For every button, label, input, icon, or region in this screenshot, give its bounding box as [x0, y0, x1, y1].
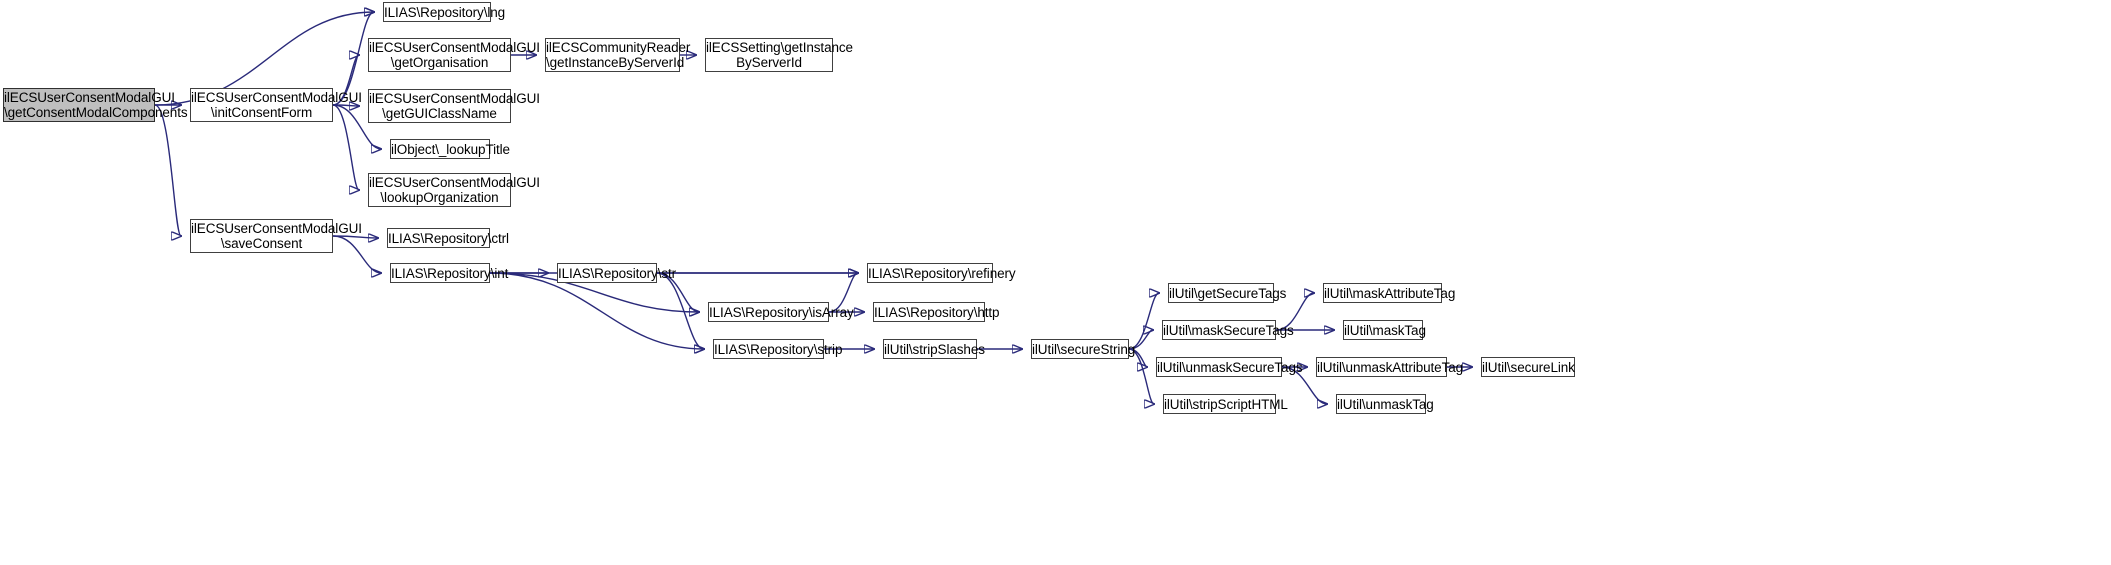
graph-edge-secureString-to-getSecureTags — [1128, 293, 1159, 350]
graph-node-label: ilECSUserConsentModalGUI \initConsentFor… — [191, 90, 362, 120]
graph-node-label: ILIAS\Repository\isArray — [709, 304, 854, 320]
graph-node-label: ilECSUserConsentModalGUI \getOrganisatio… — [369, 40, 540, 70]
graph-node-stripSlashes[interactable]: ilUtil\stripSlashes — [883, 339, 985, 359]
graph-edge-saveConsent-to-ctrl — [332, 236, 378, 238]
graph-node-label: ILIAS\Repository\strip — [714, 341, 843, 357]
graph-node-initConsentForm[interactable]: ilECSUserConsentModalGUI \initConsentFor… — [190, 88, 362, 122]
graph-edge-getConsentModalComponents-to-saveConsent — [154, 104, 181, 236]
graph-edge-initConsentForm-to-getGUIClassName — [332, 105, 359, 106]
graph-node-getGUIClassName[interactable]: ilECSUserConsentModalGUI \getGUIClassNam… — [368, 89, 540, 123]
graph-node-label: ILIAS\Repository\lng — [384, 4, 506, 20]
graph-node-label: ILIAS\Repository\int — [391, 265, 509, 281]
graph-node-unmaskSecureTags[interactable]: ilUtil\unmaskSecureTags — [1156, 357, 1303, 377]
graph-node-int[interactable]: ILIAS\Repository\int — [390, 263, 509, 283]
graph-node-str[interactable]: ILIAS\Repository\str — [557, 263, 677, 283]
graph-node-label: ILIAS\Repository\str — [558, 265, 677, 281]
graph-node-label: ilECSCommunityReader \getInstanceByServe… — [546, 40, 691, 70]
graph-edge-initConsentForm-to-lookupOrganization — [332, 104, 359, 190]
graph-node-maskAttributeTag[interactable]: ilUtil\maskAttributeTag — [1323, 283, 1456, 303]
graph-node-label: ilECSUserConsentModalGUI \getGUIClassNam… — [369, 91, 540, 121]
graph-node-isArray[interactable]: ILIAS\Repository\isArray — [708, 302, 854, 322]
graph-node-http[interactable]: ILIAS\Repository\http — [873, 302, 1000, 322]
graph-node-label: ilUtil\maskTag — [1344, 322, 1426, 338]
graph-node-label: ILIAS\Repository\refinery — [868, 265, 1016, 281]
graph-edge-secureString-to-stripScriptHTML — [1128, 348, 1154, 404]
graph-node-saveConsent[interactable]: ilECSUserConsentModalGUI \saveConsent — [190, 219, 362, 253]
graph-node-label: ilUtil\secureString — [1032, 341, 1136, 357]
graph-node-label: ILIAS\Repository\http — [874, 304, 1000, 320]
graph-node-settingGetInstance[interactable]: ilECSSetting\getInstance ByServerId — [705, 38, 853, 72]
graph-node-ctrl[interactable]: ILIAS\Repository\ctrl — [387, 228, 509, 248]
graph-node-unmaskAttributeTag[interactable]: ilUtil\unmaskAttributeTag — [1316, 357, 1464, 377]
graph-node-label: ilUtil\stripSlashes — [884, 341, 985, 357]
graph-node-stripScriptHTML[interactable]: ilUtil\stripScriptHTML — [1163, 394, 1288, 414]
graph-node-refinery[interactable]: ILIAS\Repository\refinery — [867, 263, 1016, 283]
graph-node-getConsentModalComponents[interactable]: ilECSUserConsentModalGUI \getConsentModa… — [3, 88, 188, 122]
graph-node-label: ilECSUserConsentModalGUI \saveConsent — [191, 221, 362, 251]
graph-node-secureString[interactable]: ilUtil\secureString — [1031, 339, 1136, 359]
graph-node-strip[interactable]: ILIAS\Repository\strip — [713, 339, 843, 359]
graph-edge-saveConsent-to-int — [332, 235, 381, 273]
graph-node-maskTag[interactable]: ilUtil\maskTag — [1343, 320, 1426, 340]
graph-node-lng[interactable]: ILIAS\Repository\lng — [383, 2, 506, 22]
graph-node-getInstanceByServerId[interactable]: ilECSCommunityReader \getInstanceByServe… — [545, 38, 691, 72]
graph-edge-str-to-strip — [656, 272, 704, 349]
graph-node-maskSecureTags[interactable]: ilUtil\maskSecureTags — [1162, 320, 1294, 340]
graph-node-secureLink[interactable]: ilUtil\secureLink — [1481, 357, 1575, 377]
graph-node-label: ilUtil\getSecureTags — [1169, 285, 1287, 301]
graph-node-label: ilECSSetting\getInstance ByServerId — [706, 40, 853, 70]
graph-node-lookupTitle[interactable]: ilObject\_lookupTitle — [390, 139, 510, 159]
graph-node-label: ILIAS\Repository\ctrl — [388, 230, 509, 246]
graph-node-unmaskTag[interactable]: ilUtil\unmaskTag — [1336, 394, 1434, 414]
graph-node-label: ilUtil\maskAttributeTag — [1324, 285, 1456, 301]
graph-node-label: ilUtil\secureLink — [1482, 359, 1575, 375]
graph-node-label: ilUtil\unmaskSecureTags — [1157, 359, 1303, 375]
graph-node-lookupOrganization[interactable]: ilECSUserConsentModalGUI \lookupOrganiza… — [368, 173, 540, 207]
graph-node-label: ilECSUserConsentModalGUI \lookupOrganiza… — [369, 175, 540, 205]
graph-node-label: ilUtil\stripScriptHTML — [1164, 396, 1288, 412]
graph-node-label: ilECSUserConsentModalGUI \getConsentModa… — [4, 90, 188, 120]
graph-edge-int-to-strip — [489, 272, 704, 349]
graph-node-label: ilUtil\unmaskAttributeTag — [1317, 359, 1464, 375]
graph-node-label: ilObject\_lookupTitle — [391, 141, 510, 157]
graph-node-getSecureTags[interactable]: ilUtil\getSecureTags — [1168, 283, 1287, 303]
graph-node-label: ilUtil\maskSecureTags — [1163, 322, 1294, 338]
graph-node-label: ilUtil\unmaskTag — [1337, 396, 1434, 412]
graph-node-getOrganisation[interactable]: ilECSUserConsentModalGUI \getOrganisatio… — [368, 38, 540, 72]
